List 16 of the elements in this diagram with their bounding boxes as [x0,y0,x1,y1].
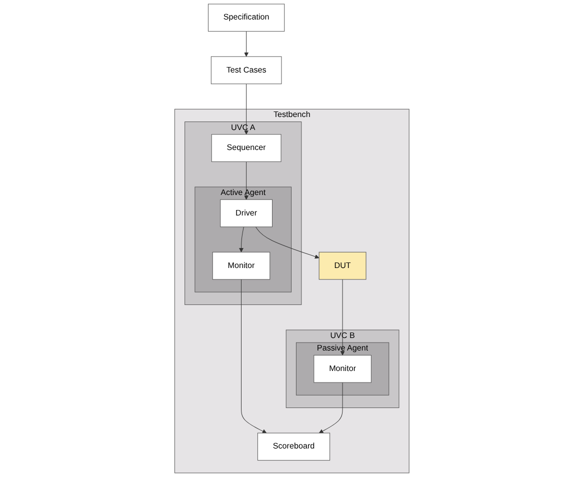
node-box: Scoreboard [257,432,330,461]
node-box: Monitor [212,252,270,280]
node-box: Driver [220,199,272,228]
node-box: Specification [208,4,284,32]
arrow [255,226,319,259]
arrow [244,84,248,135]
arrow [244,161,248,200]
node-box: Sequencer [210,134,281,162]
arrow [340,279,344,356]
node-box: Monitor [313,354,372,383]
node-box: Test Cases [210,56,282,84]
arrow [244,31,248,57]
node-box: DUT [318,252,366,280]
arrow [238,226,244,252]
arrow [240,279,266,434]
arrow [318,382,342,434]
